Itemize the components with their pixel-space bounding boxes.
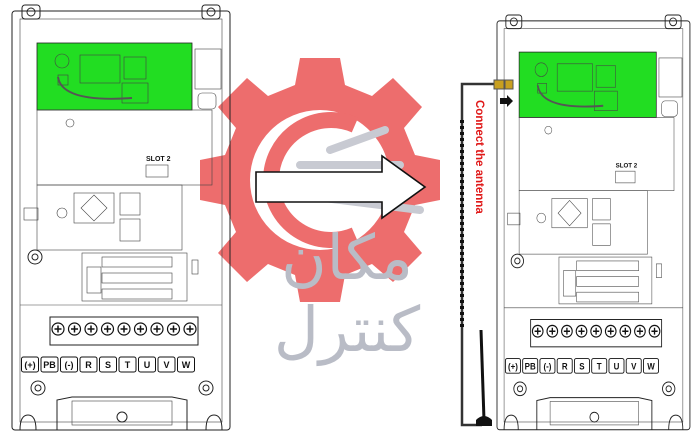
terminal-label: W	[647, 361, 655, 371]
terminal-box	[608, 358, 625, 374]
terminal-label: (+)	[508, 361, 518, 371]
terminal-box	[21, 356, 39, 373]
terminal-label: (+)	[24, 360, 35, 370]
terminal-box	[99, 356, 117, 373]
terminal-box	[504, 358, 521, 374]
terminal-box	[625, 358, 642, 374]
terminal-box	[522, 358, 539, 374]
terminal-label: T	[125, 360, 131, 370]
terminal-box	[157, 356, 176, 373]
right-arrow-icon	[255, 154, 427, 220]
terminal-label: PB	[525, 361, 536, 371]
terminal-box	[79, 356, 98, 373]
terminal-label: W	[182, 360, 191, 370]
antenna-icon	[476, 329, 492, 426]
terminal-label: PB	[43, 360, 56, 370]
terminal-box	[643, 358, 659, 374]
terminal-label: V	[163, 360, 169, 370]
terminal-label: (-)	[65, 360, 74, 370]
terminal-box	[573, 358, 590, 374]
terminal-box	[177, 356, 195, 373]
terminal-box	[40, 356, 59, 373]
antenna-cable	[460, 79, 514, 427]
device-labels-before: SLOT 2 (+) PB (-) R S T U V W	[21, 156, 195, 373]
slot-label: SLOT 2	[616, 162, 638, 169]
terminal-label: T	[597, 361, 603, 371]
terminal-box	[556, 358, 573, 374]
terminal-label: U	[144, 360, 151, 370]
connect-antenna-label: Connect the antenna	[473, 100, 485, 214]
terminal-label: (-)	[543, 361, 551, 371]
terminal-label: R	[562, 361, 568, 371]
terminal-box	[539, 358, 556, 374]
terminal-box	[138, 356, 156, 373]
terminal-label: S	[579, 361, 585, 371]
watermark-text: مکان کنترل	[273, 221, 421, 366]
terminal-label: R	[85, 360, 92, 370]
terminal-label: U	[614, 361, 620, 371]
terminal-box	[60, 356, 78, 373]
terminal-label: S	[105, 360, 111, 370]
terminal-label: V	[631, 361, 637, 371]
terminal-box	[118, 356, 137, 373]
slot-label: SLOT 2	[146, 156, 171, 163]
terminal-box	[591, 358, 608, 374]
